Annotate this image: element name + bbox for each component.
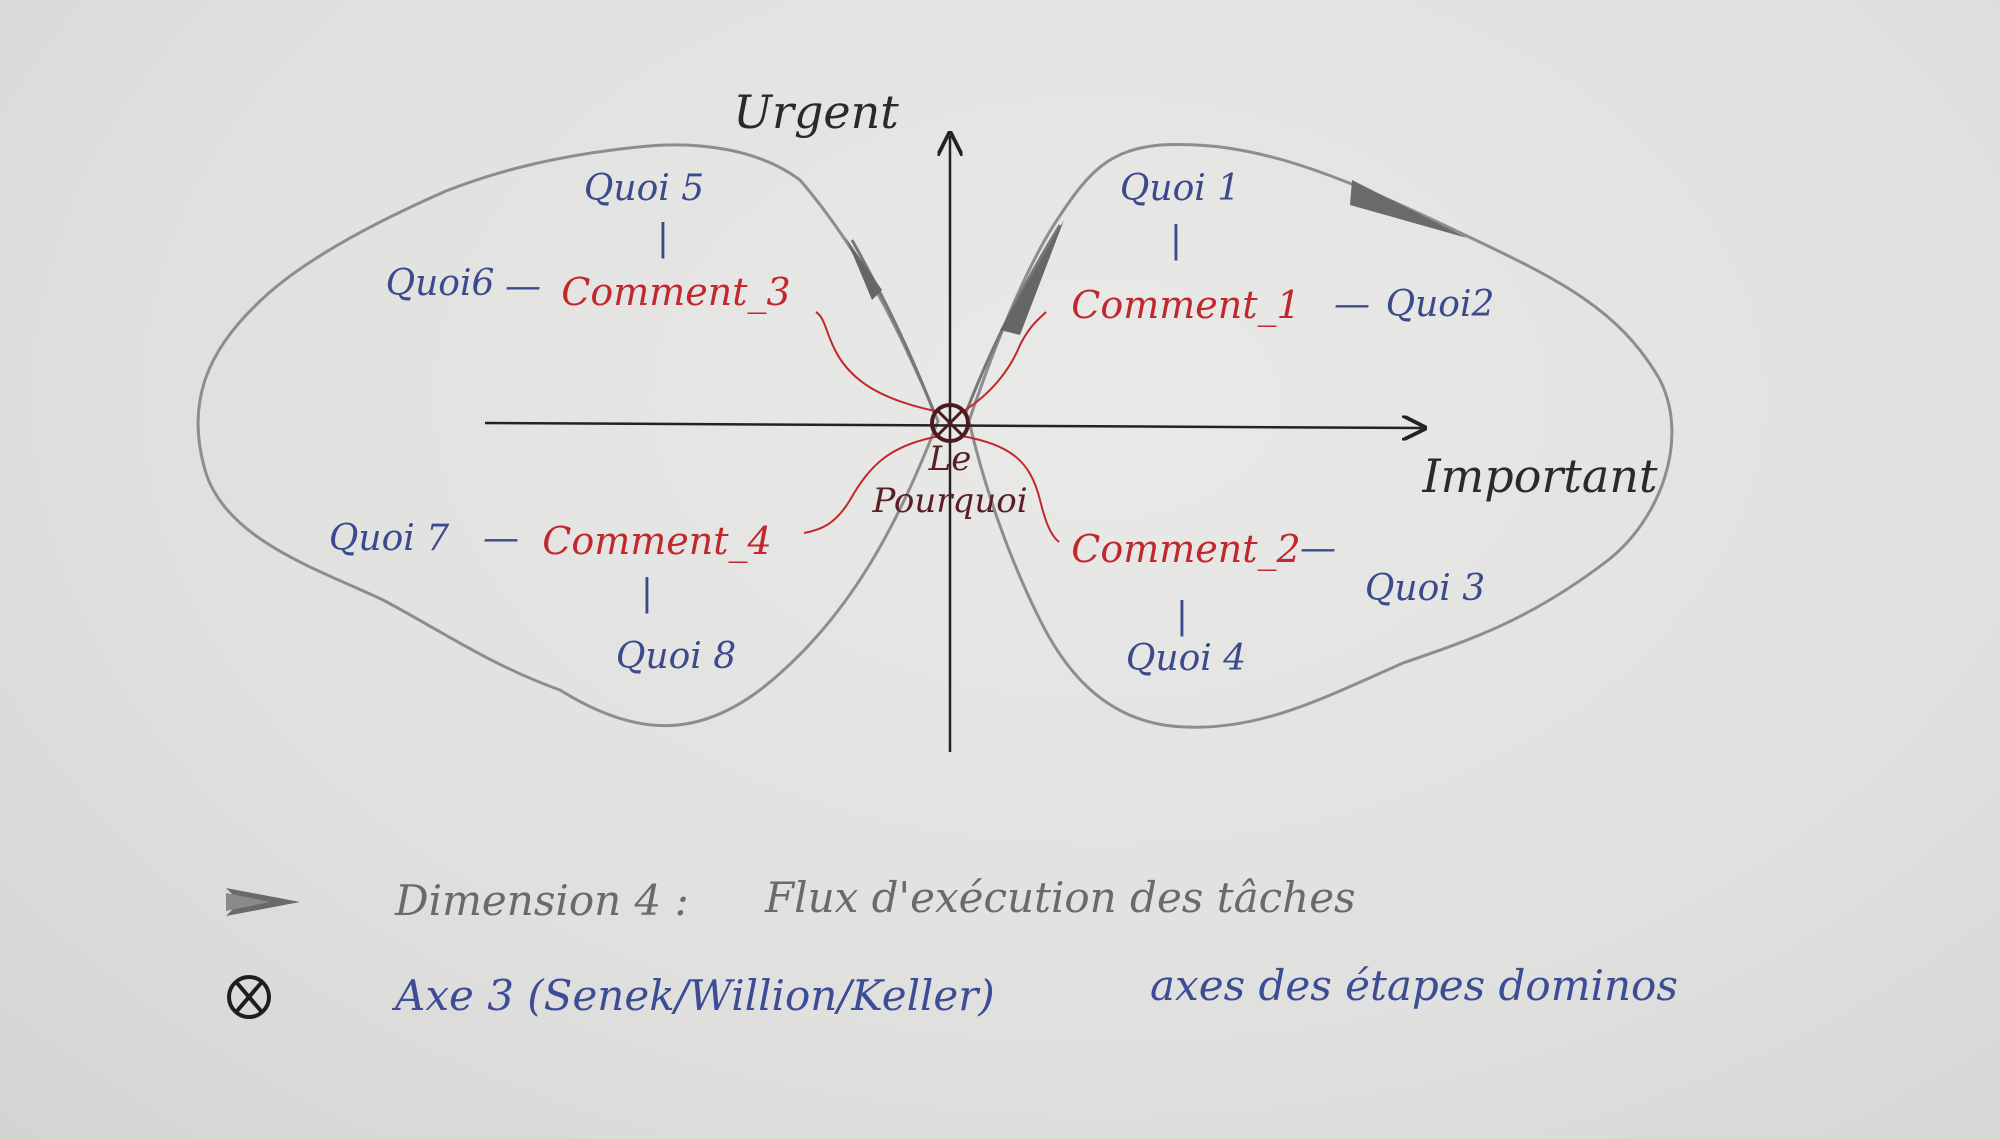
center-label-le: Le: [928, 439, 972, 479]
right-lobe-outline: [967, 143, 1674, 729]
flow-direction-arrow: [1350, 180, 1467, 238]
node-quoi8: Quoi 8: [616, 636, 736, 677]
legend-dimension4-label: Dimension 4 :: [394, 876, 689, 925]
connector-comment3: [815, 311, 941, 413]
link-bar: |: [1176, 596, 1188, 637]
node-quoi5: Quoi 5: [584, 168, 704, 209]
link-dash: —: [505, 266, 541, 307]
node-quoi4: Quoi 4: [1126, 638, 1246, 679]
link-dash: —: [1300, 528, 1336, 569]
node-quoi2: Quoi2: [1386, 284, 1495, 325]
link-dash: —: [483, 518, 519, 559]
legend-axe3-label: Axe 3 (Senek/Willion/Keller): [391, 971, 995, 1020]
flow-arrowhead-right: [1000, 220, 1064, 335]
flow-arrow-left: [850, 239, 937, 416]
axis-label-urgent: Urgent: [733, 85, 899, 139]
link-bar: |: [657, 218, 669, 259]
node-quoi1: Quoi 1: [1120, 168, 1240, 209]
left-lobe-outline: [196, 143, 940, 728]
link-dash: —: [1334, 284, 1370, 325]
legend-double-arrow-icon: [226, 888, 300, 916]
pourquoi-circled-x-icon: [930, 403, 970, 443]
axis-label-important: Important: [1422, 449, 1658, 503]
link-bar: |: [1170, 220, 1182, 261]
legend-dimension4-text: Flux d'exécution des tâches: [764, 873, 1356, 922]
node-quoi6: Quoi6: [386, 263, 495, 304]
node-comment3: Comment_3: [561, 270, 790, 315]
connector-comment1: [961, 311, 1047, 413]
center-label-pourquoi: Pourquoi: [871, 481, 1027, 521]
connector-comment2: [961, 435, 1060, 543]
link-bar: |: [641, 573, 653, 614]
node-quoi3: Quoi 3: [1365, 568, 1485, 609]
legend-axe3-text: axes des étapes dominos: [1150, 961, 1678, 1010]
flow-arrowhead-left: [846, 238, 882, 300]
node-comment4: Comment_4: [542, 519, 771, 564]
node-quoi7: Quoi 7: [329, 518, 449, 559]
node-comment2: Comment_2: [1071, 527, 1300, 572]
connector-comment4: [803, 435, 941, 534]
legend-circled-x-icon: [227, 975, 271, 1019]
node-comment1: Comment_1: [1071, 283, 1300, 328]
